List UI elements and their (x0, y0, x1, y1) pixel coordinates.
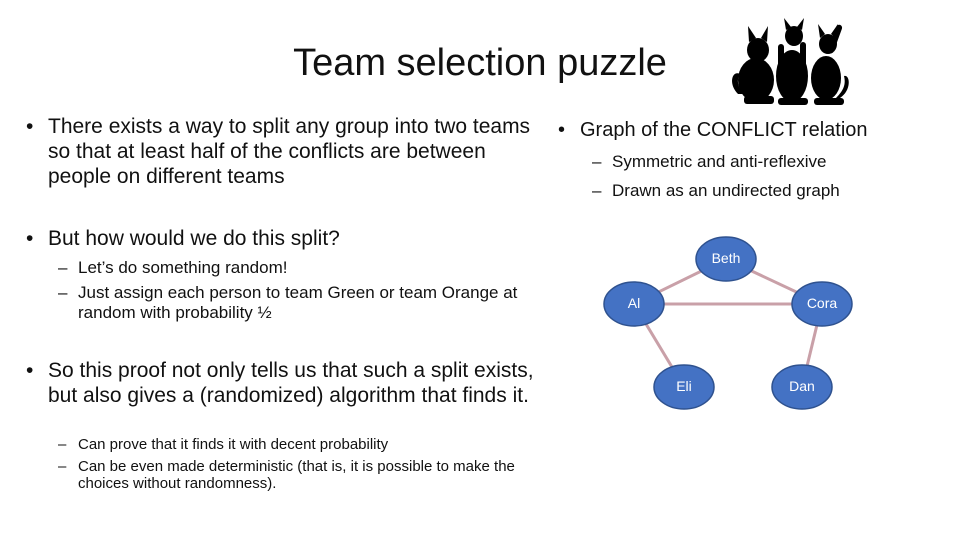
node-label-beth: Beth (711, 250, 741, 266)
dash-glyph: – (58, 283, 68, 302)
sub-bullet-text: Just assign each person to team Green or… (78, 283, 518, 322)
bullet-conflict-graph: • Graph of the CONFLICT relation (558, 118, 938, 143)
dash-glyph: – (592, 181, 602, 200)
dash-glyph: – (58, 436, 67, 453)
node-label-dan: Dan (789, 378, 815, 394)
bullet-text: Graph of the CONFLICT relation (580, 119, 868, 141)
sub-bullet-random: – Let’s do something random! (58, 258, 578, 278)
dash-glyph: – (58, 458, 67, 475)
node-label-cora: Cora (806, 295, 838, 311)
dash-glyph: – (58, 258, 68, 277)
bullet-glyph: • (558, 119, 566, 141)
dash-glyph: – (592, 152, 602, 171)
bullet-glyph: • (26, 115, 34, 138)
bullet-proof: • So this proof not only tells us that s… (26, 358, 546, 408)
node-dan (771, 364, 833, 410)
node-al (603, 281, 665, 327)
sub-bullet-text: Drawn as an undirected graph (612, 181, 840, 200)
node-eli (653, 364, 715, 410)
sub-bullet-text: Symmetric and anti-reflexive (612, 152, 827, 171)
sub-bullet-deterministic: – Can be even made deterministic (that i… (58, 458, 568, 492)
bullet-glyph: • (26, 227, 34, 250)
sub-bullet-text: Let’s do something random! (78, 258, 288, 277)
conflict-graph-canvas (603, 236, 853, 410)
sub-bullet-symmetric: – Symmetric and anti-reflexive (592, 152, 932, 172)
sub-bullet-undirected: – Drawn as an undirected graph (592, 181, 932, 201)
sub-bullet-decent-probability: – Can prove that it finds it with decent… (58, 436, 568, 453)
node-cora (791, 281, 853, 327)
bullet-text: So this proof not only tells us that suc… (48, 359, 534, 407)
sub-bullet-text: Can be even made deterministic (that is,… (78, 458, 515, 492)
node-beth (695, 236, 757, 282)
node-label-eli: Eli (676, 378, 692, 394)
node-label-al: Al (627, 295, 641, 311)
bullet-glyph: • (26, 359, 34, 382)
bullet-split-exists: • There exists a way to split any group … (26, 114, 546, 189)
bullet-text: There exists a way to split any group in… (48, 115, 531, 188)
sub-bullet-text: Can prove that it finds it with decent p… (78, 436, 389, 453)
sub-bullet-assign: – Just assign each person to team Green … (58, 283, 578, 323)
slide-title: Team selection puzzle (293, 42, 667, 84)
bullet-text: But how would we do this split? (48, 227, 340, 250)
cats-silhouette-icon (732, 18, 849, 105)
bullet-how-split: • But how would we do this split? (26, 226, 546, 251)
